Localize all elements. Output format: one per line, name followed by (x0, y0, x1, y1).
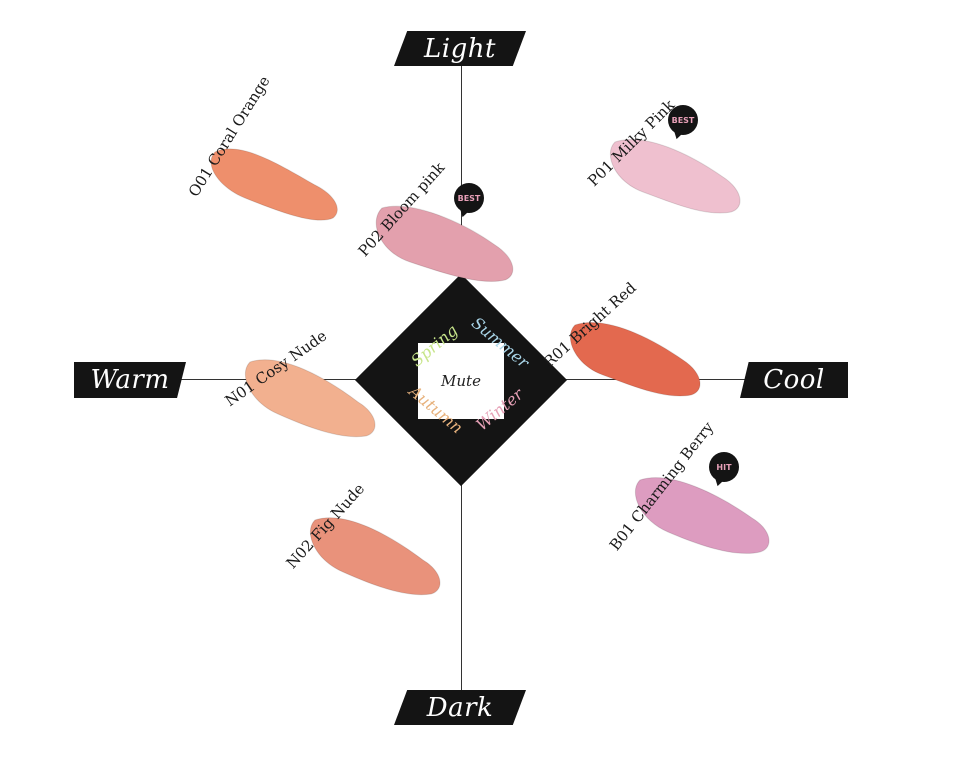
swatch-n01 (244, 359, 376, 438)
swatch-n02 (309, 517, 441, 596)
swatch-r01 (569, 322, 701, 397)
swatch-n02-shape (309, 517, 441, 596)
axis-label-dark: Dark (394, 690, 526, 725)
swatch-o01-shape (210, 148, 338, 221)
swatch-n01-shape (244, 359, 376, 438)
axis-label-warm: Warm (74, 362, 186, 398)
badge-b01: HIT (709, 452, 739, 482)
swatch-p02-shape (375, 205, 514, 282)
mute-label: Mute (418, 343, 504, 419)
swatch-o01 (210, 148, 338, 221)
swatch-r01-shape (569, 322, 701, 397)
badge-p02: BEST (454, 183, 484, 213)
swatch-b01 (634, 477, 770, 554)
swatch-p02 (375, 205, 514, 282)
swatch-p01-shape (609, 139, 741, 214)
swatch-p01 (609, 139, 741, 214)
axis-label-cool: Cool (740, 362, 848, 398)
swatch-b01-shape (634, 477, 770, 554)
axis-label-light: Light (394, 31, 526, 66)
badge-p01: BEST (668, 105, 698, 135)
